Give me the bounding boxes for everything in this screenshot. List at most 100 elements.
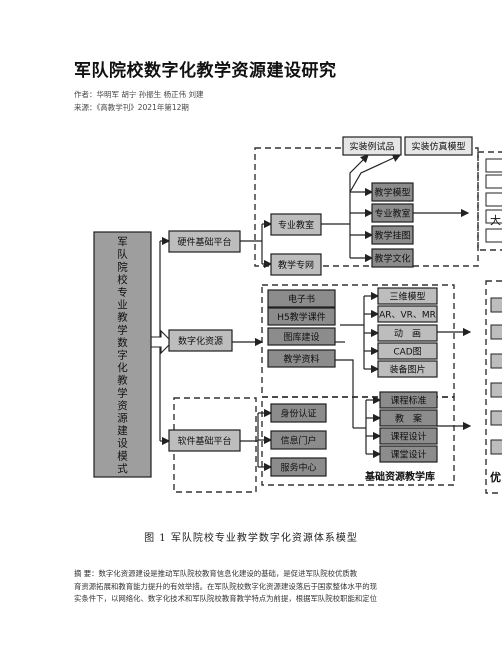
svg-text:字: 字 — [117, 349, 128, 362]
svg-text:硬件基础平台: 硬件基础平台 — [177, 236, 231, 248]
svg-text:业: 业 — [117, 299, 128, 311]
partial-box — [490, 382, 502, 398]
svg-text:信息门户: 信息门户 — [280, 435, 316, 447]
digital-left-box: 教学资料 — [267, 349, 336, 368]
partial-box — [485, 192, 502, 207]
svg-text:装备图片: 装备图片 — [389, 364, 425, 376]
svg-text:教: 教 — [117, 374, 128, 387]
connector-line — [349, 154, 369, 192]
top-box: 实装例试品 — [342, 136, 402, 156]
digital-right-box: AR、VR、MR — [377, 305, 438, 323]
svg-text:教学挂图: 教学挂图 — [374, 230, 410, 242]
svg-text:课程设计: 课程设计 — [390, 431, 426, 443]
svg-text:数: 数 — [117, 336, 128, 349]
svg-text:CAD图: CAD图 — [393, 347, 421, 358]
svg-text:化: 化 — [117, 361, 128, 374]
svg-text:院: 院 — [117, 260, 128, 273]
partial-label: 大 — [490, 213, 501, 227]
svg-text:专: 专 — [117, 286, 128, 299]
paper-title: 军队院校数字化教学资源建设研究 — [74, 61, 337, 81]
abstract-line: 育资源拓展和教育能力提升的有效举措。在军队院校数字化资源建设落后于国家整体水平的… — [74, 581, 378, 591]
svg-text:设: 设 — [117, 438, 128, 450]
svg-text:教 案: 教 案 — [395, 413, 422, 425]
svg-text:电子书: 电子书 — [288, 293, 315, 305]
svg-text:教学文化: 教学文化 — [374, 253, 410, 265]
partial-box — [490, 297, 502, 313]
partial-box — [490, 410, 502, 426]
svg-text:教学专网: 教学专网 — [278, 259, 314, 271]
partial-box — [490, 324, 502, 340]
connector-line — [335, 359, 354, 428]
classroom-box: 专业教室 — [270, 213, 322, 236]
svg-text:军: 军 — [117, 236, 128, 248]
partial-box — [485, 174, 502, 189]
digital-right-box: 课程设计 — [379, 427, 438, 445]
digital-platform-box: 数字化资源 — [168, 329, 233, 352]
svg-text:资: 资 — [117, 400, 128, 412]
digital-left-box: H5教学课件 — [267, 307, 336, 326]
svg-text:专业教室: 专业教室 — [278, 219, 314, 231]
svg-text:教: 教 — [117, 311, 128, 324]
digital-right-box: 课程标准 — [379, 391, 438, 409]
hollow-arrow — [150, 329, 173, 355]
svg-text:式: 式 — [117, 462, 128, 475]
svg-text:服务中心: 服务中心 — [280, 462, 316, 474]
source-line: 来源：《高教学刊》2021年第12期 — [74, 103, 189, 112]
classroom-child-box: 教学模型 — [371, 182, 414, 202]
svg-text:数字化资源: 数字化资源 — [178, 335, 223, 347]
svg-text:队: 队 — [117, 248, 128, 261]
partial-box — [490, 439, 502, 455]
abstract-line: 实条件下，以网络化、数字化技术和军队院校教育教学特点为前提，根据军队院校职能和定… — [74, 594, 378, 603]
partial-box — [490, 353, 502, 369]
partial-label: 优 — [490, 470, 501, 484]
hardware-group-frame — [254, 147, 479, 267]
svg-text:实装仿真模型: 实装仿真模型 — [411, 141, 465, 153]
svg-text:H5教学课件: H5教学课件 — [277, 311, 326, 323]
partial-box — [485, 158, 502, 173]
svg-text:图库建设: 图库建设 — [283, 331, 319, 343]
top-box: 实装仿真模型 — [404, 136, 473, 156]
software-child-box: 服务中心 — [270, 457, 327, 477]
right-partial-frame-2 — [485, 280, 502, 494]
partial-box — [485, 209, 502, 224]
abstract: 摘 要：数字化资源建设是推动军队院校教育信息化建设的基础，是促进军队院校优质教 … — [74, 568, 444, 606]
software-child-box: 身份认证 — [270, 403, 327, 423]
software-platform-box: 软件基础平台 — [168, 429, 241, 452]
svg-text:课程标准: 课程标准 — [390, 395, 426, 407]
digital-right-box: CAD图 — [377, 342, 438, 360]
svg-text:AR、VR、MR: AR、VR、MR — [379, 311, 436, 321]
classroom-child-box: 教学挂图 — [371, 225, 414, 245]
svg-text:软件基础平台: 软件基础平台 — [177, 435, 231, 447]
classroom-child-box: 教学文化 — [371, 248, 414, 268]
classroom-child-box: 专业教室 — [371, 203, 414, 223]
connector-line — [349, 154, 402, 193]
digital-right-box: 动 画 — [377, 324, 438, 342]
abstract-line: 摘 要：数字化资源建设是推动军队院校教育信息化建设的基础，是促进军队院校优质教 — [74, 569, 358, 578]
svg-text:身份认证: 身份认证 — [280, 408, 316, 420]
partial-box — [485, 228, 502, 243]
svg-text:学: 学 — [117, 323, 128, 336]
library-group-frame — [261, 396, 455, 486]
svg-text:建: 建 — [117, 424, 128, 437]
svg-text:三维模型: 三维模型 — [389, 291, 425, 303]
svg-text:教学模型: 教学模型 — [374, 187, 410, 199]
digital-left-box: 图库建设 — [267, 327, 336, 346]
hardware-platform-box: 硬件基础平台 — [168, 230, 241, 253]
authors-line: 作者：华明军 胡宁 孙振生 杨正伟 刘建 — [74, 90, 204, 99]
library-label: 基础资源教学库 — [364, 470, 435, 483]
svg-text:专业教室: 专业教室 — [374, 208, 410, 220]
resource-system-figure: 大优军队院校专业教学数字化教学资源建设模式硬件基础平台数字化资源软件基础平台专业… — [93, 136, 502, 494]
figure-caption: 图 1 军队院校专业教学数字化资源体系模型 — [144, 533, 358, 544]
software-child-box: 信息门户 — [270, 430, 327, 450]
svg-text:实装例试品: 实装例试品 — [349, 141, 394, 153]
right-partial-frame — [477, 151, 502, 251]
network-box: 教学专网 — [270, 253, 322, 276]
svg-text:学: 学 — [117, 386, 128, 399]
digital-right-box: 装备图片 — [377, 360, 438, 378]
svg-text:动 画: 动 画 — [394, 329, 421, 340]
digital-right-box: 三维模型 — [377, 287, 438, 305]
digital-right-box: 课堂设计 — [379, 445, 438, 463]
svg-text:源: 源 — [117, 412, 128, 425]
digital-left-box: 电子书 — [267, 289, 336, 308]
